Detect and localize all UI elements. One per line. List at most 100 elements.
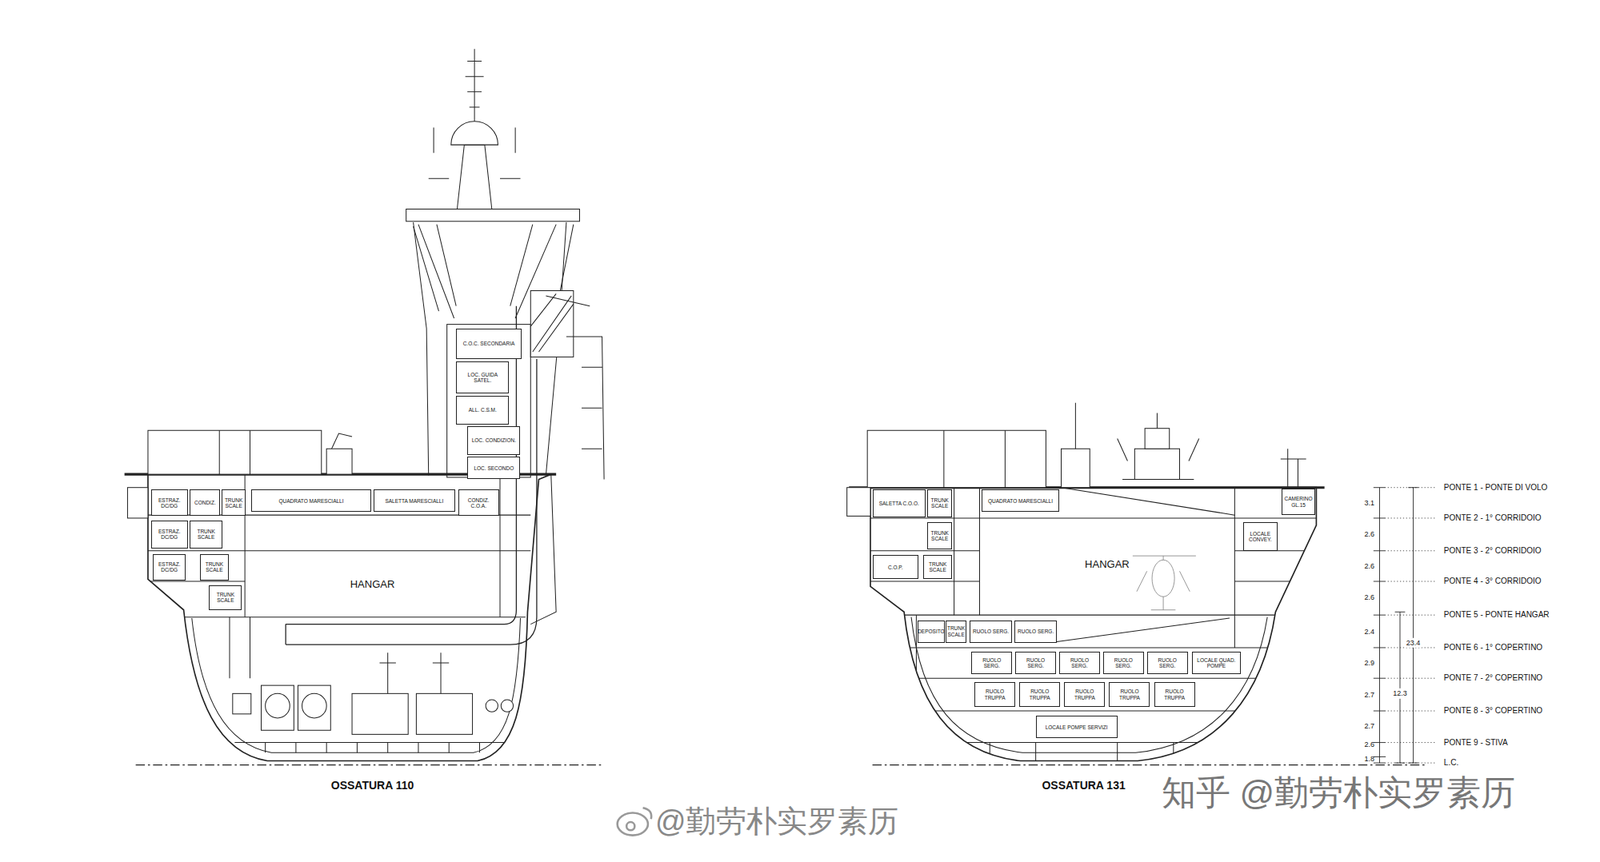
compartment-box: TRUNK SCALE: [200, 554, 229, 581]
compartment-box: TRUNK SCALE: [927, 489, 952, 517]
deck-equipment: [127, 488, 148, 519]
compartment-label: SALETTA C.O.O.: [879, 500, 920, 507]
deck-line: [265, 743, 480, 754]
deck-equipment: [219, 430, 220, 475]
compartment-box: RUOLO SERG.: [1147, 652, 1188, 675]
helicopter-outline: [1136, 556, 1190, 611]
compartment-label: LOCALE POMPE SERVIZI: [1045, 724, 1108, 731]
island-superstructure: [406, 208, 580, 221]
dimension-value: 1.8: [1364, 755, 1376, 764]
hangar-space: HANGAR: [981, 520, 1233, 611]
compartment-box: QUADRATO MARESCIALLI: [981, 489, 1060, 512]
section-title: OSSATURA 110: [331, 779, 414, 792]
compartment-box: TRUNK SCALE: [189, 520, 223, 550]
deck-equipment: [1075, 403, 1076, 449]
deck-leader-line: [1388, 488, 1437, 764]
compartment-label: TRUNK SCALE: [947, 625, 965, 637]
compartment-box: LOC. GUIDA SATEL.: [456, 361, 509, 395]
hull-outline: [148, 474, 1316, 761]
compartment-label: RUOLO SERG.: [973, 657, 1010, 669]
compartment-box: CONDIZ. C.O.A.: [458, 489, 500, 516]
deck-line: [867, 581, 980, 583]
deck-name: PONTE 7 - 2° COPERTINO: [1444, 673, 1543, 684]
watermark-icon: [626, 822, 635, 831]
dimension-value: 2.7: [1364, 722, 1376, 731]
deck-name: PONTE 2 - 1° CORRIDOIO: [1444, 513, 1542, 524]
dimension-value: 2.6: [1364, 530, 1376, 539]
compartment-box: RUOLO SERG.: [1015, 652, 1056, 675]
deck-line: [143, 474, 532, 753]
island-superstructure: [530, 474, 556, 625]
waterline-baseline: [136, 764, 603, 766]
compartment-box: LOC. CONDIZION.: [467, 426, 520, 456]
compartment-label: RUOLO SERG.: [972, 628, 1009, 635]
deck-equipment: [1280, 448, 1307, 488]
dimension-line: [1399, 612, 1400, 764]
dimension-line: [1373, 488, 1386, 764]
compartment-label: SALETTA MARESCIALLI: [384, 498, 444, 504]
dimension-value: 2.6: [1364, 593, 1376, 602]
compartment-label: HANGAR: [1081, 558, 1133, 572]
compartment-label: LOC. CONDIZION.: [472, 437, 516, 444]
compartment-label: TRUNK SCALE: [929, 497, 950, 509]
machinery: [416, 693, 472, 735]
deck-name: PONTE 9 - STIVA: [1444, 738, 1508, 748]
compartment-box: TRUNK SCALE: [221, 489, 247, 516]
deck-equipment: [332, 433, 353, 449]
island-superstructure: [451, 121, 499, 145]
deck-line: [867, 711, 1322, 712]
waterline-baseline: [872, 764, 1428, 766]
island-superstructure: [456, 144, 492, 209]
deck-equipment: [1061, 448, 1091, 488]
compartment-box: ESTRAZ. DC/DG: [152, 554, 186, 581]
deck-equipment: [1134, 448, 1180, 480]
compartment-label: RUOLO TRUPPA: [976, 688, 1013, 700]
compartment-box: ESTRAZ. DC/DG: [151, 520, 188, 550]
hull-outline: [870, 488, 1316, 762]
watermark-icon: [617, 813, 648, 836]
compartment-label: DEPOSITO: [917, 628, 944, 635]
compartment-label: C.O.P.: [888, 564, 904, 571]
compartment-box: CAMERINO GL.15: [1281, 488, 1316, 516]
deck-line: [499, 474, 500, 618]
compartment-box: TRUNK SCALE: [208, 585, 242, 611]
helicopter-outline: [1132, 556, 1196, 611]
machinery: [232, 693, 252, 715]
compartment-box: RUOLO TRUPPA: [1064, 682, 1105, 708]
compartment-box: RUOLO SERG.: [969, 620, 1013, 644]
deck-name: PONTE 6 - 1° COPERTINO: [1444, 643, 1543, 653]
compartment-box: SALETTA C.O.O.: [872, 489, 926, 517]
compartment-label: TRUNK SCALE: [925, 561, 950, 573]
compartment-label: LOC. SECONDO: [473, 465, 514, 472]
hull-outline: [192, 618, 521, 753]
deck-line: [953, 488, 955, 616]
deck-line: [867, 678, 1322, 680]
island-superstructure: [474, 48, 476, 122]
dimension-value: 3.1: [1364, 499, 1376, 508]
helicopter-outline: [1152, 560, 1175, 597]
compartment-box: C.O.C. SECONDARIA: [456, 328, 522, 360]
deck-equipment: [1144, 428, 1170, 450]
deck-line: [867, 488, 1322, 762]
compartment-box: RUOLO SERG.: [1059, 652, 1100, 675]
deck-equipment: [847, 488, 871, 517]
dimension-line: [1408, 488, 1419, 764]
compartment-label: TRUNK SCALE: [202, 561, 227, 573]
deck-line: [989, 743, 1174, 762]
deck-line: [143, 581, 246, 583]
compartment-label: ALL. C.S.M.: [468, 407, 497, 413]
dimension-line: [1373, 488, 1419, 764]
deck-line: [1061, 488, 1236, 516]
compartment-label: RUOLO TRUPPA: [1021, 688, 1058, 700]
compartment-label: LOC. GUIDA SATEL.: [458, 372, 507, 384]
dimension-value: 23.4: [1404, 637, 1423, 648]
island-superstructure: [447, 324, 532, 478]
deck-line: [979, 488, 980, 616]
compartment-box: TRUNK SCALE: [927, 522, 952, 550]
deck-line: [867, 647, 1322, 648]
deck-name: L.C.: [1444, 758, 1459, 768]
compartment-box: RUOLO TRUPPA: [1108, 682, 1150, 708]
compartment-label: CONDIZ.: [194, 500, 216, 506]
island-superstructure: [428, 127, 521, 179]
